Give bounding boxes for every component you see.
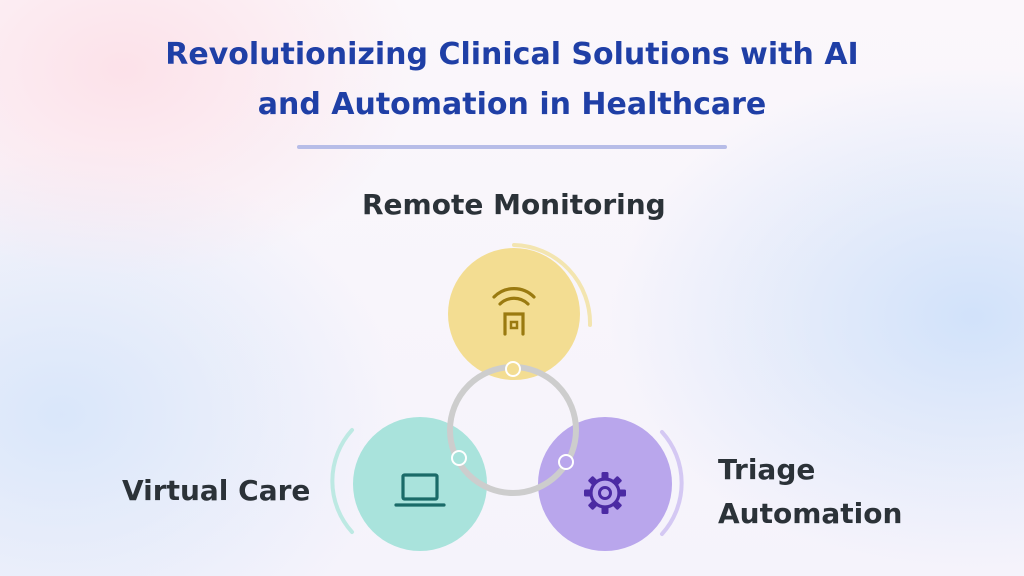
virtual-care-label: Virtual Care xyxy=(122,474,311,507)
ring-connector-right xyxy=(558,454,574,470)
triage-accent-arc xyxy=(660,430,684,536)
remote-monitoring-label: Remote Monitoring xyxy=(362,188,666,221)
page-title: Revolutionizing Clinical Solutions with … xyxy=(0,30,1024,130)
triage-label-line-1: Triage xyxy=(718,453,816,486)
virtual-accent-arc xyxy=(330,428,354,534)
title-line-2: and Automation in Healthcare xyxy=(257,87,767,122)
triage-automation-label: Triage Automation xyxy=(718,448,902,536)
virtual-care-node xyxy=(353,417,487,551)
wifi-home-icon xyxy=(492,287,536,336)
gear-icon xyxy=(584,472,626,514)
center-ring xyxy=(447,364,579,496)
laptop-icon xyxy=(394,473,446,507)
title-divider xyxy=(297,145,727,149)
remote-accent-arc xyxy=(512,243,593,327)
title-line-1: Revolutionizing Clinical Solutions with … xyxy=(165,37,859,72)
triage-label-line-2: Automation xyxy=(718,497,903,530)
ring-connector-top xyxy=(505,361,521,377)
ring-connector-left xyxy=(451,450,467,466)
